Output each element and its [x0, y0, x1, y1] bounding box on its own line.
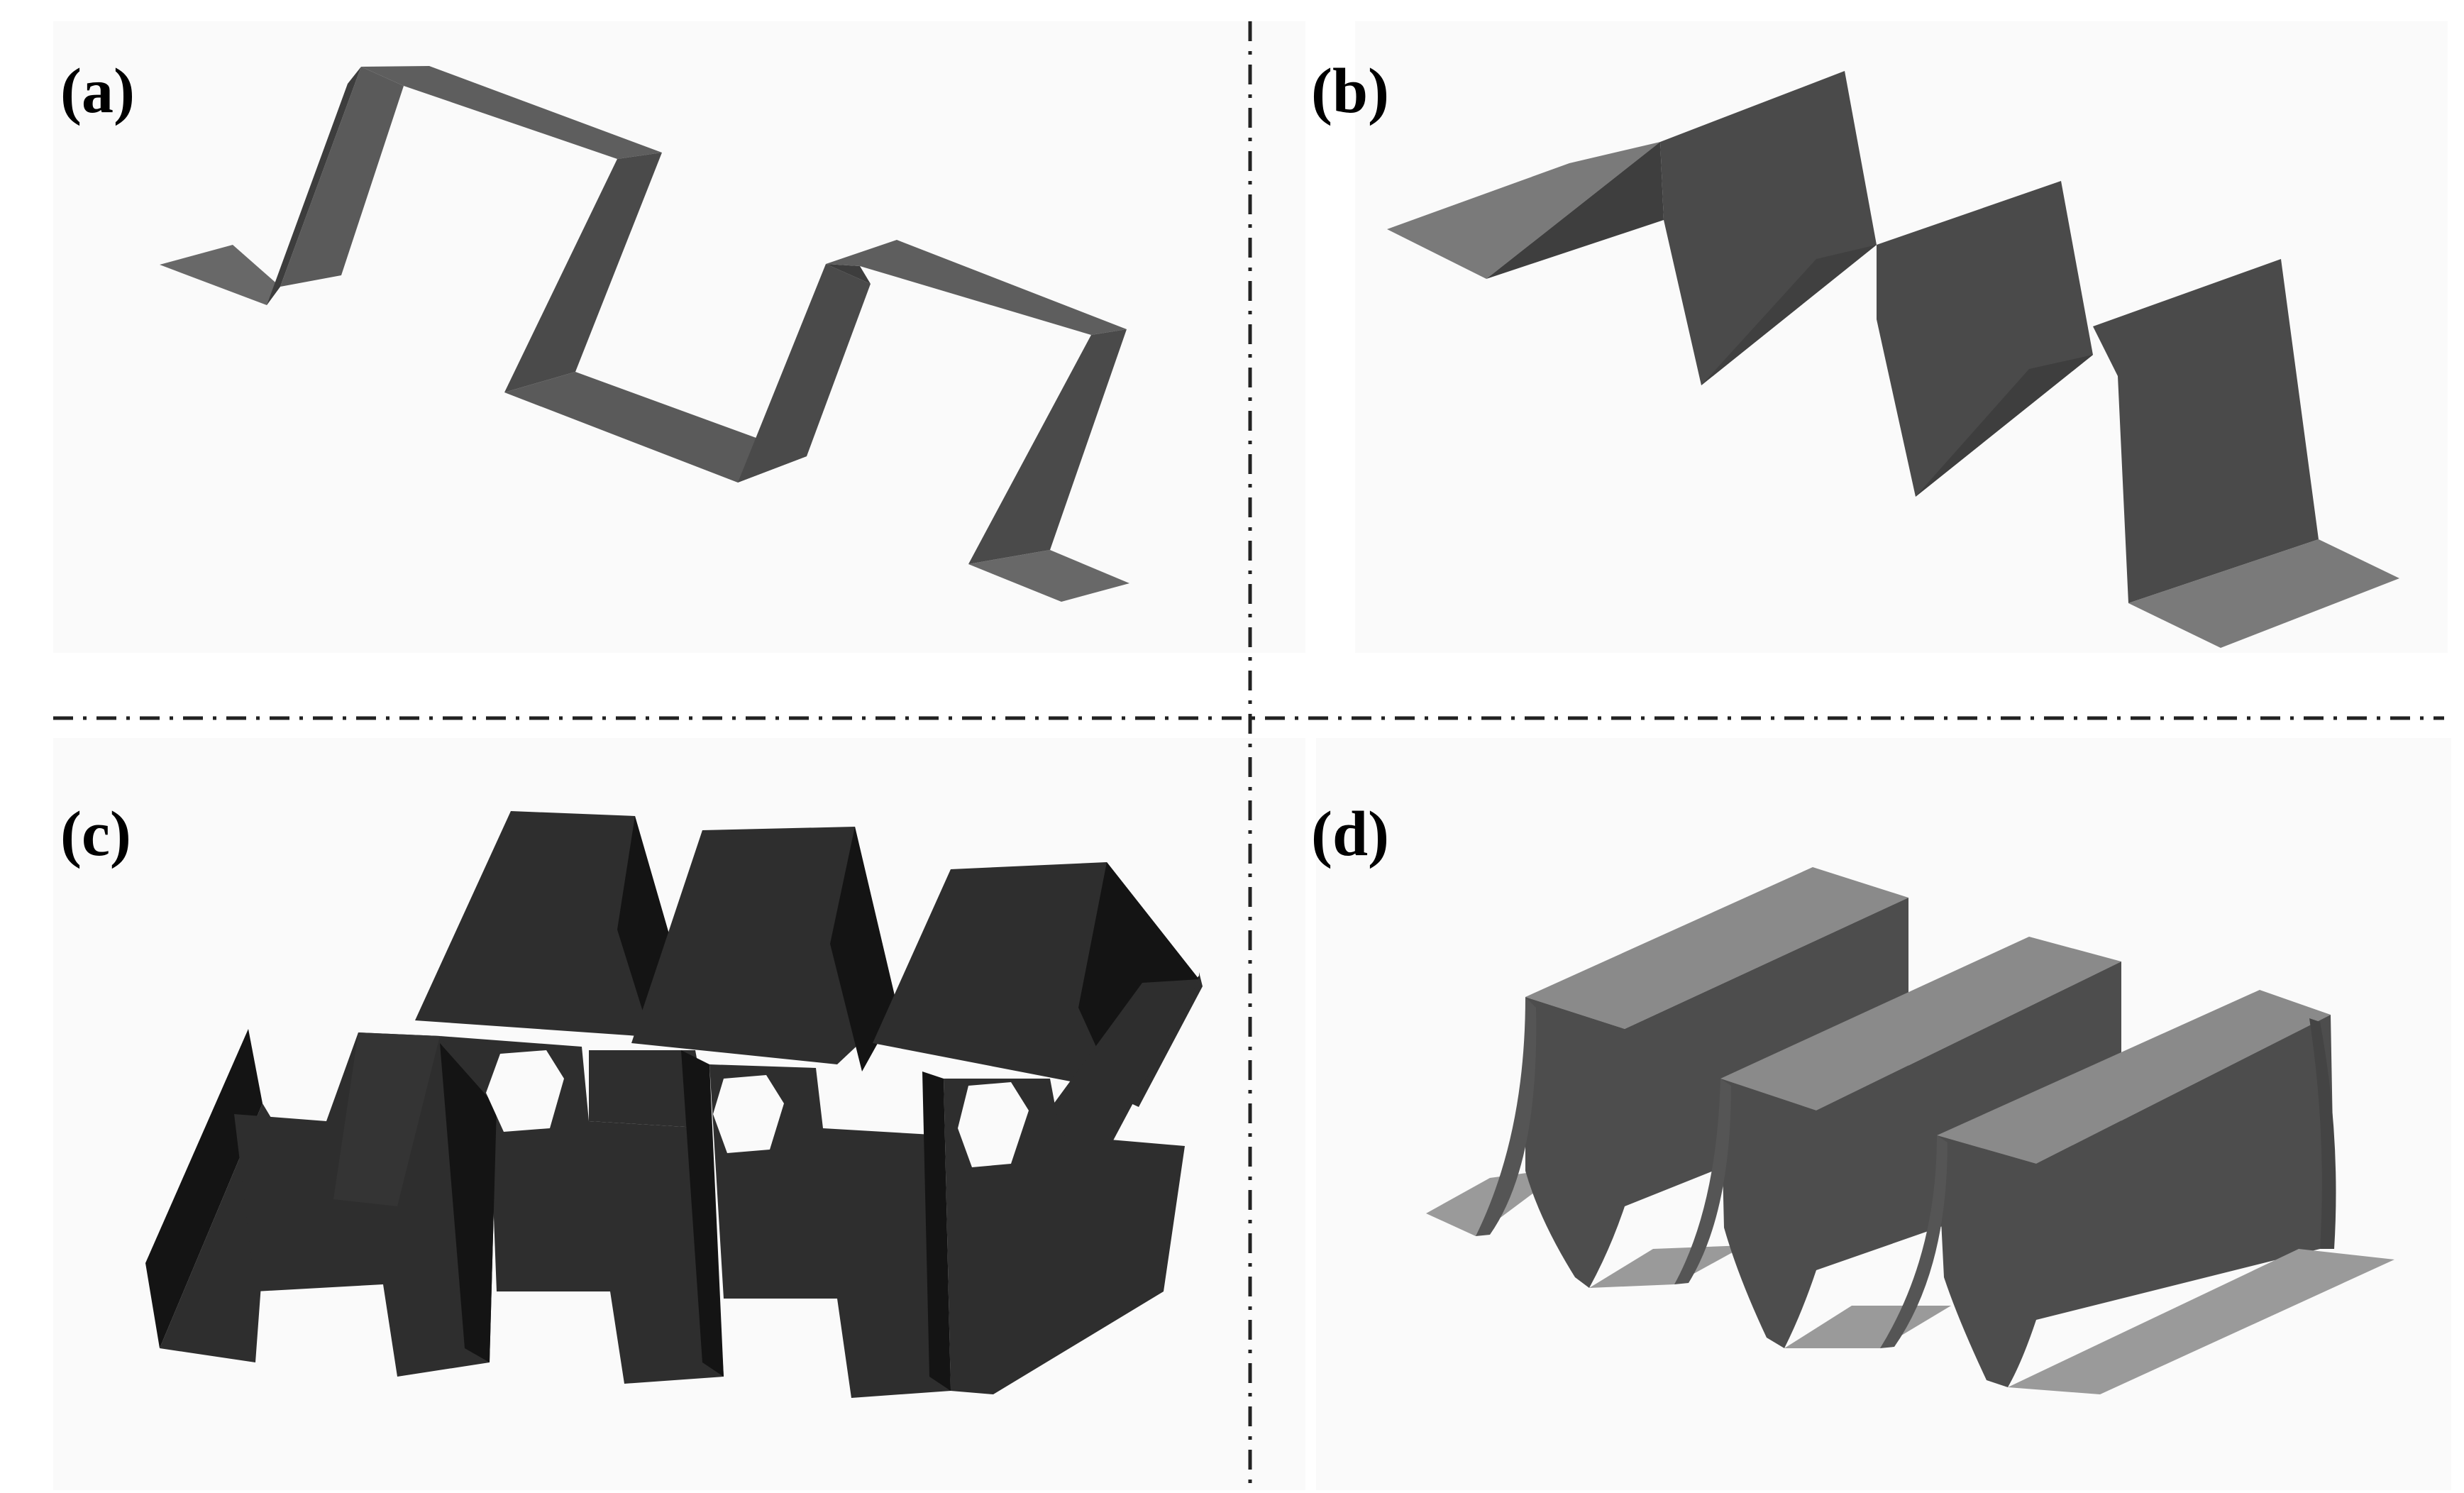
panel-b-fin [1387, 71, 2399, 648]
panel-b-label: (b) [1311, 56, 1389, 126]
panel-a-label: (a) [60, 56, 135, 126]
panel-c-label: (c) [60, 799, 131, 869]
panel-a-fin [160, 66, 1129, 602]
panel-d-label: (d) [1311, 799, 1389, 869]
panel-d-fin [1426, 867, 2394, 1394]
panel-c-fin [145, 811, 1203, 1398]
